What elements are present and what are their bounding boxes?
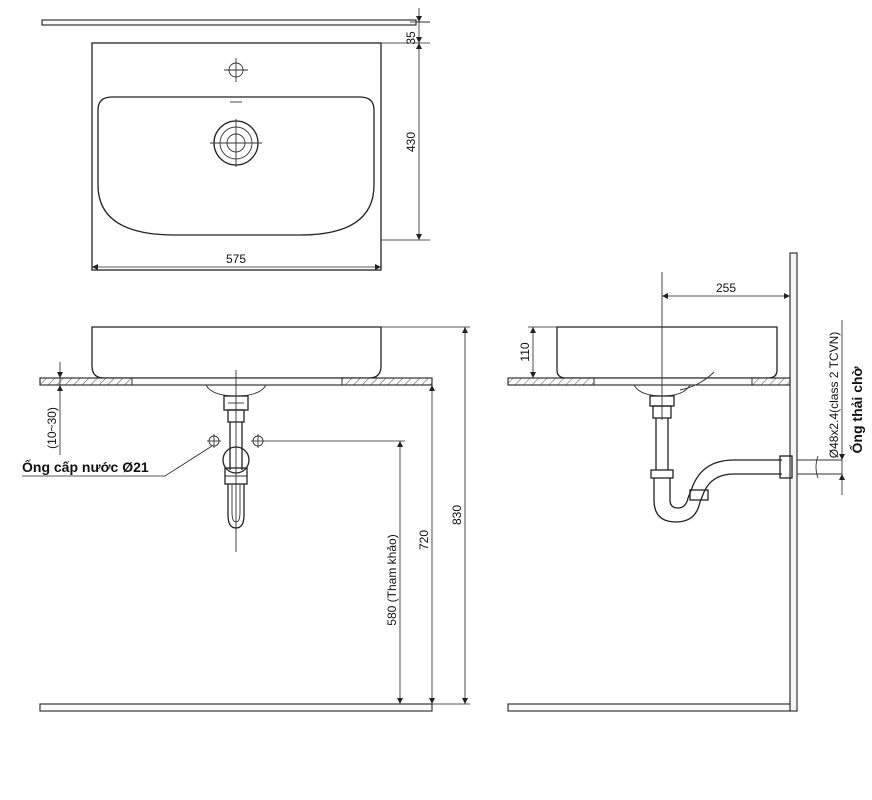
dim-35: 35: [404, 31, 418, 45]
dim-580: 580 (Tham khảo): [385, 534, 399, 625]
side-trap-nut: [650, 469, 674, 479]
drain-spec-label: Ø48x2.4(class 2 TCVN): [827, 332, 841, 459]
side-wall: [789, 252, 798, 712]
front-trap-outlet: [222, 446, 250, 474]
side-counter-hatch-left: [507, 377, 595, 386]
front-floor: [39, 703, 433, 712]
side-basin-body: [556, 326, 778, 379]
water-supply-label: Ống cấp nước Ø21: [22, 458, 149, 475]
side-counter-hatch-right: [751, 377, 791, 386]
front-counter-hatch-left: [39, 377, 133, 386]
dim-10-30: (10~30): [45, 407, 59, 449]
dim-430: 430: [404, 132, 418, 152]
side-trap-coupling: [689, 489, 709, 501]
dim-575: 575: [226, 252, 246, 266]
front-basin-body: [91, 326, 382, 379]
dim-255: 255: [716, 281, 736, 295]
dim-720: 720: [417, 530, 431, 550]
side-floor: [507, 703, 791, 712]
water-supply-leader: [22, 445, 213, 477]
plan-view: 35 430 575: [41, 8, 430, 271]
dim-110: 110: [518, 342, 532, 361]
front-counter-hatch-right: [341, 377, 433, 386]
plan-basin-bowl: [97, 96, 375, 236]
front-view: (10~30) Ống cấp nước Ø21 580 (Tham khảo)…: [22, 326, 470, 712]
side-view: 110 255 Ø48x2.4(class 2 TCVN) Ống thải c…: [507, 252, 865, 712]
side-wall-sleeve: [779, 455, 793, 479]
side-p-trap: [653, 473, 782, 523]
front-trap-u: [227, 484, 245, 529]
dim-830: 830: [450, 505, 464, 525]
drain-pipe-label: Ống thải chờ: [848, 366, 865, 453]
plan-basin-outline: [91, 42, 382, 271]
plan-wall-strip: [41, 19, 417, 26]
